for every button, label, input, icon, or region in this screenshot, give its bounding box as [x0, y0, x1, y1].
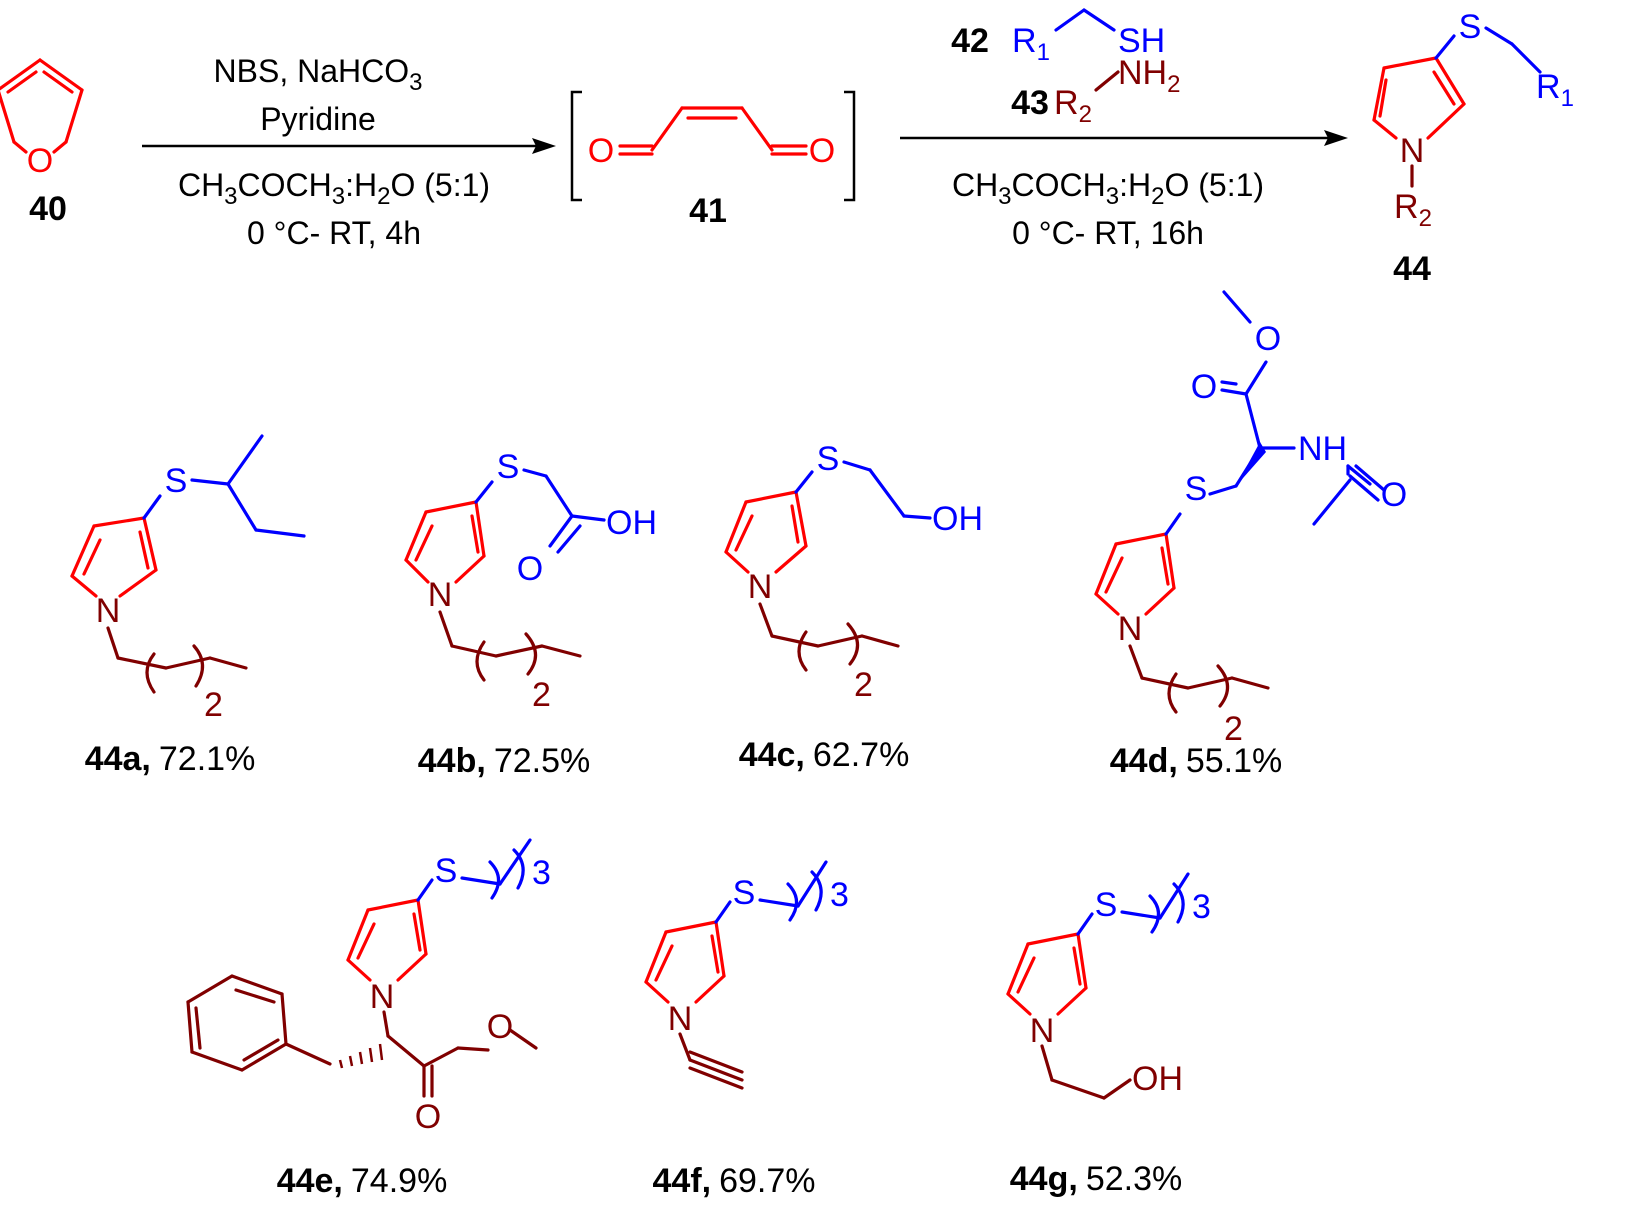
- reagent-42-label: 42: [951, 22, 989, 60]
- product-44a-sulfur: S: [165, 462, 188, 500]
- product-44b-structure: [404, 468, 606, 682]
- product-44c-structure: [724, 460, 932, 672]
- product-44c-hydroxyl: OH: [932, 500, 983, 538]
- product-44c-caption: 44c,62.7%: [739, 736, 910, 774]
- product-44e-structure: [186, 838, 538, 1098]
- product-44g-hydroxyl: OH: [1132, 1060, 1183, 1098]
- step2-temperature: 0 °C- RT, 16h: [1012, 215, 1204, 251]
- product-44a-nitrogen: N: [96, 592, 121, 630]
- product-44c-sulfur: S: [817, 440, 840, 478]
- dialdehyde-oxygen-right: O: [809, 132, 835, 170]
- product-44d-structure: [1094, 290, 1386, 714]
- dialdehyde-structure: [618, 106, 808, 156]
- product-44-structure: [1372, 26, 1542, 188]
- product-44b-sulfur: S: [497, 448, 520, 486]
- product-44-nitrogen: N: [1400, 132, 1425, 170]
- product-44g-caption: 44g,52.3%: [1010, 1160, 1182, 1198]
- furan-structure: [0, 58, 84, 154]
- product-44b-repeat: 2: [532, 676, 551, 714]
- arrow-step1: [142, 138, 556, 154]
- product-44a-caption: 44a,72.1%: [85, 740, 256, 778]
- product-44g-structure: [1006, 872, 1190, 1100]
- product-44b-hydroxyl: OH: [606, 504, 657, 542]
- dialdehyde-oxygen-left: O: [588, 132, 614, 170]
- product-44-sulfur: S: [1459, 8, 1482, 46]
- product-44b-oxygen: O: [517, 550, 543, 588]
- product-44a-repeat: 2: [204, 686, 223, 724]
- product-44d-ester-oxygen: O: [1255, 320, 1281, 358]
- product-44f-repeat: 3: [830, 876, 849, 914]
- product-44d-amide-oxygen: O: [1381, 476, 1407, 514]
- step1-reagents: NBS, NaHCO3: [214, 53, 423, 96]
- product-44e-carbonyl-oxygen: O: [415, 1098, 441, 1136]
- reagent-43-label: 43: [1011, 84, 1049, 122]
- bracket-right: [844, 90, 856, 202]
- product-44e-repeat: 3: [532, 854, 551, 892]
- reagent-42-thiol: SH: [1118, 22, 1165, 60]
- reagent-43-amine: NH2: [1118, 54, 1180, 98]
- product-44f-structure: [644, 860, 828, 1090]
- reagent-43-r2: R2: [1054, 84, 1092, 128]
- product-44g-sulfur: S: [1095, 886, 1118, 924]
- product-44c-nitrogen: N: [748, 568, 773, 606]
- furan-oxygen: O: [27, 142, 53, 180]
- compound-40-label: 40: [29, 190, 67, 228]
- product-44d-amide-nh: NH: [1298, 430, 1347, 468]
- product-44d-carbonyl-oxygen: O: [1191, 368, 1217, 406]
- product-44d-caption: 44d,55.1%: [1110, 742, 1282, 780]
- product-44d-repeat: 2: [1224, 710, 1243, 748]
- reagent-42-r1: R1: [1012, 22, 1050, 66]
- arrow-step2: [900, 130, 1348, 146]
- compound-44-label: 44: [1393, 250, 1431, 288]
- product-44g-nitrogen: N: [1030, 1012, 1055, 1050]
- product-44e-sulfur: S: [435, 852, 458, 890]
- product-44f-caption: 44f,69.7%: [653, 1162, 816, 1200]
- product-44-r2: R2: [1394, 188, 1432, 232]
- reagent-42-bonds: [1054, 8, 1116, 32]
- product-44d-sulfur: S: [1185, 470, 1208, 508]
- product-44d-nitrogen: N: [1118, 610, 1143, 648]
- product-44e-caption: 44e,74.9%: [277, 1162, 448, 1200]
- product-44-r1: R1: [1536, 68, 1574, 112]
- product-44f-sulfur: S: [733, 874, 756, 912]
- product-44e-ester-oxygen: O: [487, 1008, 513, 1046]
- step1-solvent: CH3COCH3:H2O (5:1): [178, 167, 490, 210]
- product-44a-structure: [70, 434, 306, 694]
- product-44d-wedge-bond: [1236, 442, 1266, 486]
- product-44e-hash-bond: [338, 1043, 384, 1069]
- step1-temperature: 0 °C- RT, 4h: [247, 215, 421, 251]
- product-44b-nitrogen: N: [428, 576, 453, 614]
- product-44g-repeat: 3: [1192, 888, 1211, 926]
- product-44c-repeat: 2: [854, 666, 873, 704]
- step2-solvent: CH3COCH3:H2O (5:1): [952, 167, 1264, 210]
- bracket-left: [570, 90, 582, 202]
- reagent-43-bond: [1094, 70, 1120, 92]
- product-44f-nitrogen: N: [668, 1000, 693, 1038]
- step1-base: Pyridine: [260, 101, 376, 137]
- product-44e-nitrogen: N: [370, 978, 395, 1016]
- product-44b-caption: 44b,72.5%: [418, 742, 590, 780]
- compound-41-label: 41: [689, 192, 727, 230]
